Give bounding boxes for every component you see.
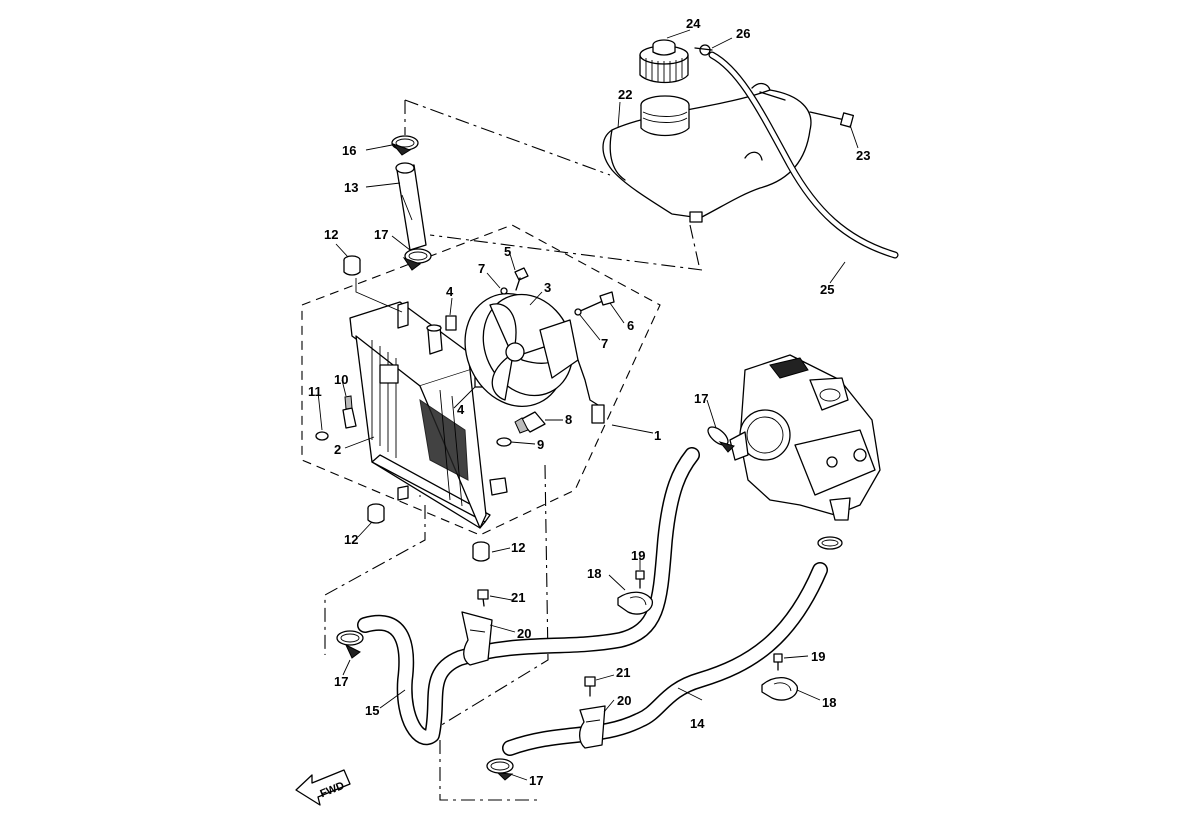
- hose-clip-lower: [761, 676, 798, 701]
- sensor-washer: [315, 431, 329, 441]
- callout-19-bottom: 19: [811, 649, 825, 664]
- callout-11: 11: [308, 384, 322, 399]
- callout-4-mid: 4: [457, 402, 465, 417]
- hose-bracket-lower: [578, 705, 606, 749]
- callout-12-left: 12: [344, 532, 358, 547]
- radiator-bracket-upper: [445, 315, 457, 331]
- leader-lines: [317, 29, 859, 781]
- lower-left-hose-clamp: [336, 630, 364, 659]
- callout-4-top: 4: [446, 284, 454, 299]
- callout-20-bottom: 20: [617, 693, 631, 708]
- upper-hose: [395, 162, 427, 251]
- forward-arrow-icon: FWD: [295, 769, 351, 806]
- callout-8: 8: [565, 412, 572, 427]
- callout-18-top: 18: [587, 566, 601, 581]
- callout-5: 5: [504, 244, 511, 259]
- callout-7-right: 7: [601, 336, 608, 351]
- callout-17-left: 17: [334, 674, 348, 689]
- engine-hose-clamp: [707, 426, 735, 453]
- engine-cylinder-head: [729, 354, 881, 521]
- bracket-bolt-lower: [584, 676, 596, 697]
- coolant-reservoir: [602, 82, 812, 223]
- radiator-inlet-clamp: [402, 248, 432, 271]
- fan-bolt-6: [577, 291, 615, 313]
- callout-23: 23: [856, 148, 870, 163]
- reservoir-bolt: [809, 111, 855, 128]
- callout-labels: 24 26 22 23 25 16 13 17 12 5 7 3 4 6 7 1…: [308, 16, 870, 788]
- bracket-bolt-upper: [477, 589, 489, 607]
- callout-17-bottom: 17: [529, 773, 543, 788]
- callout-7-top: 7: [478, 261, 485, 276]
- thermo-washer: [496, 437, 512, 447]
- hose-clip-upper: [617, 591, 653, 615]
- cooling-fan: [464, 293, 605, 424]
- callout-20-top: 20: [517, 626, 531, 641]
- clip-screw-lower: [773, 653, 783, 671]
- callout-17-top: 17: [374, 227, 388, 242]
- fan-washer-7a: [500, 287, 508, 295]
- callout-14: 14: [690, 716, 705, 731]
- fan-washer-7b: [574, 308, 582, 316]
- callout-16: 16: [342, 143, 356, 158]
- clip-screw-upper: [635, 570, 645, 589]
- callout-21-top: 21: [511, 590, 525, 605]
- radiator: [349, 301, 508, 529]
- grommet-bottom-right: [472, 541, 490, 562]
- callout-18-bottom: 18: [822, 695, 836, 710]
- pump-inlet-hose: [502, 562, 828, 756]
- lower-right-hose-clamp: [486, 758, 514, 781]
- callout-12-right: 12: [511, 540, 525, 555]
- overflow-hose: [708, 51, 899, 259]
- callout-19-top: 19: [631, 548, 645, 563]
- fan-screw-5: [514, 267, 529, 291]
- grommet-top: [343, 255, 361, 276]
- callout-22: 22: [618, 87, 632, 102]
- reservoir-reference-lines: [404, 99, 703, 271]
- callout-3: 3: [544, 280, 551, 295]
- callout-21-bottom: 21: [616, 665, 630, 680]
- pump-hose-clamp: [817, 536, 843, 550]
- callout-2: 2: [334, 442, 341, 457]
- reservoir-cap: [639, 39, 689, 84]
- callout-24: 24: [686, 16, 701, 31]
- callout-12-top: 12: [324, 227, 338, 242]
- grommet-bottom-left: [367, 503, 385, 524]
- hose-bracket-upper: [461, 611, 493, 666]
- upper-hose-clamp: [391, 135, 419, 156]
- callout-10: 10: [334, 372, 348, 387]
- callout-26: 26: [736, 26, 750, 41]
- temperature-sensor: [342, 395, 357, 429]
- callout-6: 6: [627, 318, 634, 333]
- callout-17-engine: 17: [694, 391, 708, 406]
- hose-clip: [694, 44, 713, 56]
- thermo-switch: [514, 411, 546, 434]
- callout-9: 9: [537, 437, 544, 452]
- callout-25: 25: [820, 282, 834, 297]
- callout-1: 1: [654, 428, 661, 443]
- callout-13: 13: [344, 180, 358, 195]
- callout-15: 15: [365, 703, 379, 718]
